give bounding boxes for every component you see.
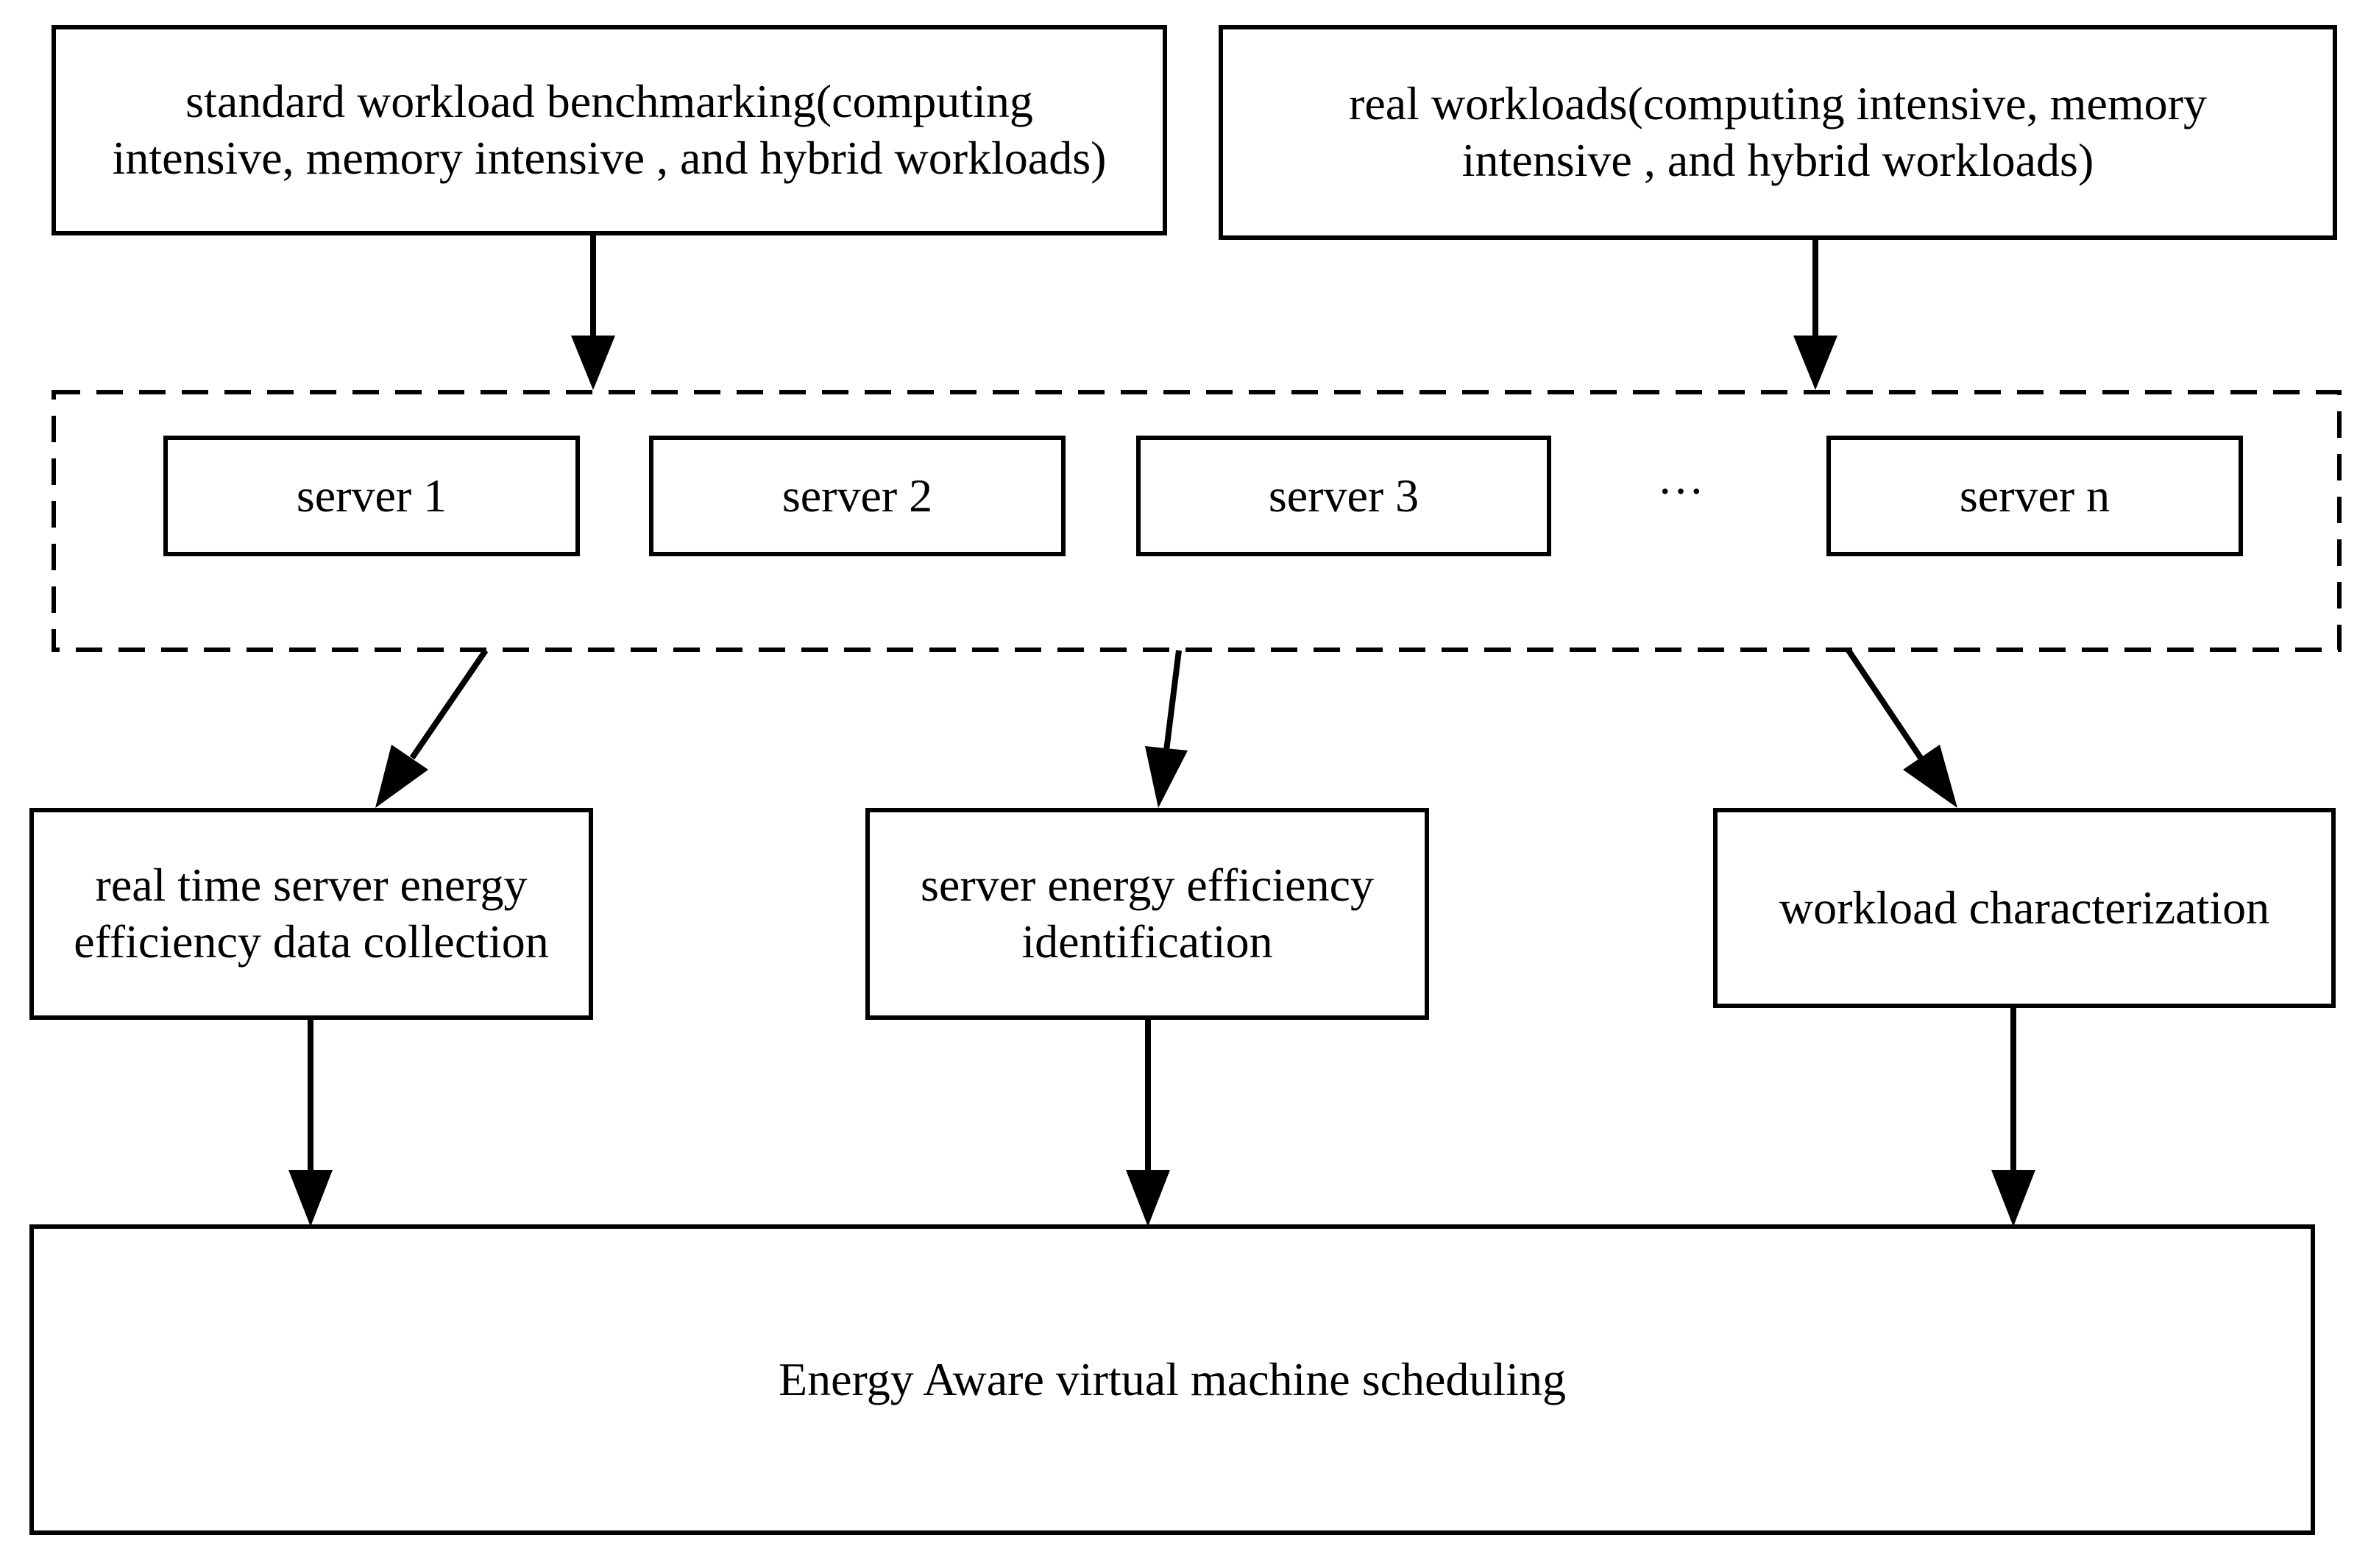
arrow-cluster-to-characterization [1846, 648, 1957, 808]
arrow-characterization-to-scheduling [1991, 1008, 2035, 1227]
server-2-box: server 2 [649, 436, 1066, 556]
arrow-standard-to-cluster [571, 234, 615, 390]
energy-data-collection-label: real time server energy efficiency data … [74, 859, 549, 968]
workload-characterization-box: workload characterization [1713, 808, 2336, 1008]
energy-efficiency-identification-box: server energy efficiency identification [865, 808, 1429, 1020]
server-n-box: server n [1826, 436, 2243, 556]
arrow-cluster-to-collection [375, 648, 489, 808]
server-n-label: server n [1959, 469, 2110, 522]
energy-data-collection-box: real time server energy efficiency data … [29, 808, 593, 1020]
workload-characterization-label: workload characterization [1779, 881, 2270, 934]
server-1-label: server 1 [296, 469, 447, 522]
server-cluster-container [52, 390, 2342, 652]
energy-aware-scheduling-label: Energy Aware virtual machine scheduling [779, 1352, 1566, 1405]
standard-workload-benchmarking-label: standard workload benchmarking(computing… [112, 75, 1107, 184]
real-workloads-label: real workloads(computing intensive, memo… [1349, 77, 2207, 186]
energy-aware-scheduling-box: Energy Aware virtual machine scheduling [29, 1224, 2315, 1535]
server-1-box: server 1 [163, 436, 580, 556]
server-3-label: server 3 [1268, 469, 1419, 522]
servers-ellipsis: ··· [1657, 465, 1704, 517]
arrow-cluster-to-identification [1145, 650, 1188, 808]
server-2-label: server 2 [781, 469, 933, 522]
standard-workload-benchmarking-box: standard workload benchmarking(computing… [52, 25, 1167, 235]
real-workloads-box: real workloads(computing intensive, memo… [1219, 25, 2337, 240]
arrow-real-to-cluster [1793, 239, 1837, 390]
server-3-box: server 3 [1136, 436, 1551, 556]
energy-efficiency-identification-label: server energy efficiency identification [921, 859, 1374, 968]
arrow-identification-to-scheduling [1126, 1020, 1170, 1227]
arrow-collection-to-scheduling [288, 1020, 333, 1227]
